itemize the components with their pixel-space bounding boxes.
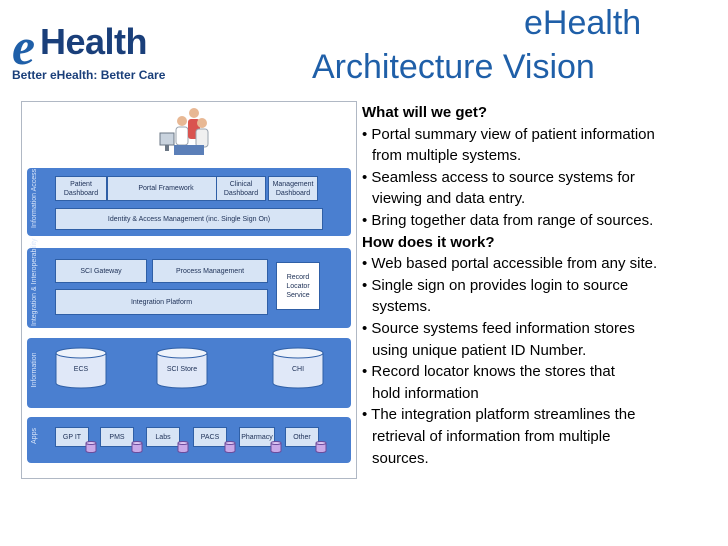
bullet-dot-icon: • bbox=[362, 276, 372, 294]
bullet-dot-icon: • bbox=[362, 363, 372, 381]
bullet-dot-icon: • bbox=[362, 255, 372, 273]
integration-platform-box: Integration Platform bbox=[55, 289, 268, 315]
bullet-text: systems. bbox=[372, 298, 432, 316]
ecs-store-cylinder bbox=[55, 347, 107, 389]
bullet-continuation: from multiple systems. bbox=[362, 145, 724, 167]
bullet-item: • Seamless access to source systems for bbox=[362, 167, 724, 189]
other-db-icon bbox=[315, 441, 327, 453]
bullet-continuation: sources. bbox=[362, 448, 724, 470]
bullet-text: Record locator knows the stores that bbox=[371, 363, 615, 381]
bullet-item: • Bring together data from range of sour… bbox=[362, 210, 724, 232]
app-labs: Labs bbox=[146, 427, 180, 447]
bullet-text: hold information bbox=[372, 384, 479, 402]
process-management-box: Process Management bbox=[152, 259, 268, 283]
bullet-dot-icon: • bbox=[362, 319, 372, 337]
bullet-text: The integration platform streamlines the bbox=[371, 406, 636, 424]
slide-title-line1: eHealth bbox=[524, 4, 642, 42]
bullet-dot-icon: • bbox=[362, 125, 372, 143]
sci-store-label: SCI Store bbox=[166, 366, 198, 373]
management-dashboard-box: Management Dashboard bbox=[268, 176, 318, 201]
bullet-continuation: systems. bbox=[362, 296, 724, 318]
process-management-label: Process Management bbox=[175, 267, 245, 275]
record-locator-box: Record Locator Service bbox=[276, 262, 320, 310]
bullet-text: Source systems feed information stores bbox=[371, 319, 635, 337]
bullet-text: sources. bbox=[372, 449, 429, 467]
app-other: Other bbox=[285, 427, 319, 447]
bullet-continuation: retrieval of information from multiple bbox=[362, 426, 724, 448]
labs-db-icon bbox=[177, 441, 189, 453]
bullet-item: • Record locator knows the stores that bbox=[362, 361, 724, 383]
apps-layer-label: Apps bbox=[31, 428, 38, 444]
pms-db-icon bbox=[131, 441, 143, 453]
portal-framework-box: Portal Framework bbox=[107, 176, 225, 201]
chi-store-cylinder bbox=[272, 347, 324, 389]
bullet-text: Portal summary view of patient informati… bbox=[371, 125, 655, 143]
users-icon bbox=[159, 108, 209, 155]
bullet-item: • Single sign on provides login to sourc… bbox=[362, 275, 724, 297]
logo-wordmark: Health bbox=[40, 21, 148, 62]
bullet-text: Bring together data from range of source… bbox=[371, 211, 654, 229]
bullet-dot-icon: • bbox=[362, 168, 372, 186]
bullet-dot-icon: • bbox=[362, 406, 372, 424]
bullet-text: Single sign on provides login to source bbox=[371, 276, 629, 294]
information-layer-label: Information bbox=[31, 352, 38, 388]
bullet-continuation: using unique patient ID Number. bbox=[362, 340, 724, 362]
bullet-continuation: hold information bbox=[362, 383, 724, 405]
bullet-continuation: viewing and data entry. bbox=[362, 188, 724, 210]
app-pharmacy: Pharmacy bbox=[239, 427, 275, 447]
app-pacs: PACS bbox=[193, 427, 227, 447]
logo-e-glyph: e bbox=[12, 19, 36, 76]
gp-it-db-icon bbox=[85, 441, 97, 453]
identity-access-box: Identity & Access Management (inc. Singl… bbox=[55, 208, 323, 230]
bullet-item: • Portal summary view of patient informa… bbox=[362, 124, 724, 146]
integration-layer-label: Integration & Interoperability bbox=[31, 238, 38, 326]
integration-platform-label: Integration Platform bbox=[130, 298, 193, 306]
bullet-item: • Source systems feed information stores bbox=[362, 318, 724, 340]
bullet-text: using unique patient ID Number. bbox=[372, 341, 587, 359]
question-how: How does it work? bbox=[362, 233, 495, 251]
pharmacy-db-icon bbox=[270, 441, 282, 453]
bullet-text: Seamless access to source systems for bbox=[371, 168, 635, 186]
ecs-store-label: ECS bbox=[73, 366, 89, 373]
app-pms: PMS bbox=[100, 427, 134, 447]
pacs-db-icon bbox=[224, 441, 236, 453]
chi-store-label: CHI bbox=[291, 366, 305, 373]
record-locator-label: Record Locator Service bbox=[286, 273, 310, 299]
bullet-text: viewing and data entry. bbox=[372, 190, 526, 208]
bullet-text: from multiple systems. bbox=[372, 147, 522, 165]
sci-gateway-label: SCI Gateway bbox=[80, 267, 122, 275]
sci-gateway-box: SCI Gateway bbox=[55, 259, 147, 283]
access-layer-label: Information Access bbox=[31, 168, 38, 228]
benefits-list: • Portal summary view of patient informa… bbox=[362, 124, 724, 232]
benefits-text-panel: What will we get? • Portal summary view … bbox=[362, 102, 724, 469]
bullet-text: Web based portal accessible from any sit… bbox=[371, 255, 658, 273]
bullet-text: retrieval of information from multiple bbox=[372, 427, 611, 445]
bullet-dot-icon: • bbox=[362, 211, 372, 229]
logo-tagline: Better eHealth: Better Care bbox=[12, 68, 166, 82]
slide-title-line2: Architecture Vision bbox=[312, 48, 595, 86]
sci-store-cylinder bbox=[156, 347, 208, 389]
patient-dashboard-box: Patient Dashboard bbox=[55, 176, 107, 201]
bullet-item: • The integration platform streamlines t… bbox=[362, 404, 724, 426]
app-gp-it: GP IT bbox=[55, 427, 89, 447]
how-it-works-list: • Web based portal accessible from any s… bbox=[362, 253, 724, 469]
question-what: What will we get? bbox=[362, 104, 488, 121]
clinical-dashboard-box: Clinical Dashboard bbox=[216, 176, 266, 201]
bullet-item: • Web based portal accessible from any s… bbox=[362, 253, 724, 275]
